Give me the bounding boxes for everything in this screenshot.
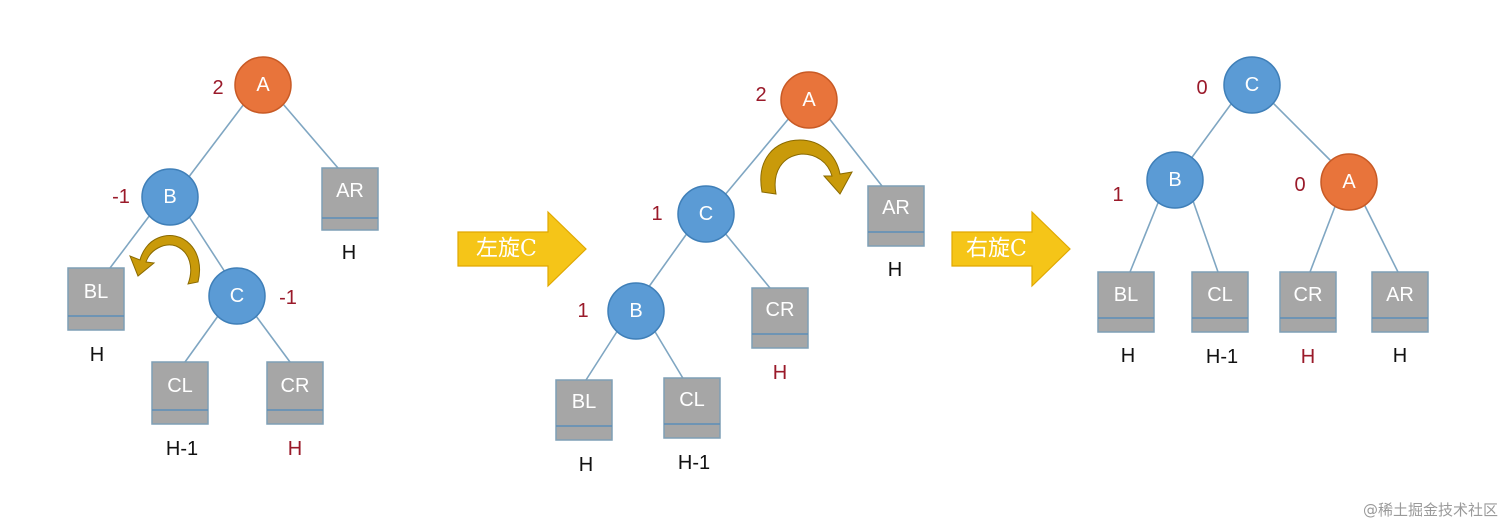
node-b-label: B [629,300,642,322]
edge-b-bl [109,214,151,269]
subtree-bl: BL [555,379,613,441]
panel-1-before-rotation: A 2 B -1 C -1 AR H BL H CL H-1 C [67,56,379,460]
node-b-label: B [1168,169,1181,191]
subtree-ar-label: AR [882,197,910,219]
node-c-label: C [699,203,713,225]
node-a-label: A [802,89,816,111]
node-c-balance-factor: 1 [651,203,662,225]
node-a-balance-factor: 0 [1294,174,1305,196]
node-b [1146,151,1204,209]
edge-c-cr [723,231,771,289]
transition-arrow-left-rotate: 左旋C [457,210,587,288]
subtree-ar: AR [867,185,925,247]
subtree-ar-label: AR [336,180,364,202]
node-b [141,168,199,226]
panel-2-after-left-rotation: A 2 C 1 B 1 AR H CR H BL H CL [555,71,925,476]
node-a-label: A [256,74,270,96]
edge-c-cl [184,315,219,363]
node-a [1320,153,1378,211]
subtree-cr-label: CR [281,375,310,397]
edge-b-bl [1129,197,1161,273]
subtree-bl: BL [1097,271,1155,333]
node-c-balance-factor: -1 [279,287,297,309]
subtree-cl: CL [1191,271,1249,333]
node-b-balance-factor: -1 [112,186,130,208]
subtree-ar-label: AR [1386,284,1414,306]
edge-c-a [1269,99,1335,165]
edge-a-ar [282,103,339,169]
node-a-balance-factor: 2 [212,77,223,99]
edge-c-b [1189,99,1235,161]
transition-label-right-rotate: 右旋C [966,237,1027,262]
node-c [208,267,266,325]
subtree-bl-height: H [1121,345,1135,367]
right-arrow-icon [457,210,587,288]
node-a [780,71,838,129]
subtree-cr-label: CR [766,299,795,321]
edge-a-ar [1363,203,1399,273]
subtree-ar-height: H [342,242,356,264]
node-c-label: C [230,285,244,307]
node-c [677,185,735,243]
edge-b-bl [585,329,619,381]
node-b-balance-factor: 1 [577,300,588,322]
subtree-cl-label: CL [1207,284,1233,306]
edge-c-cr [255,315,291,363]
right-arrow-icon [951,210,1071,288]
edge-b-cl [653,329,685,381]
node-b-label: B [163,186,176,208]
transition-arrow-right-rotate: 右旋C [951,210,1071,288]
subtree-cr-height: H [288,438,302,460]
edge-b-c [187,214,226,273]
edge-a-c [723,116,791,197]
edge-a-cr [1309,203,1337,273]
subtree-cr: CR [751,287,809,349]
subtree-cr-height: H [1301,346,1315,368]
subtree-ar-height: H [888,259,902,281]
transition-label-left-rotate: 左旋C [476,237,537,262]
node-b-balance-factor: 1 [1112,184,1123,206]
edge-a-ar [827,116,883,187]
subtree-cl-height: H-1 [166,438,198,460]
node-a-balance-factor: 2 [755,84,766,106]
panel-3-after-right-rotation: C 0 B 1 A 0 BL H CL H-1 CR H AR [1097,56,1429,368]
subtree-bl-height: H [579,454,593,476]
subtree-cl: CL [151,361,209,425]
subtree-cl-height: H-1 [1206,346,1238,368]
node-c [1223,56,1281,114]
subtree-ar: AR [1371,271,1429,333]
edge-b-cl [1191,197,1219,273]
subtree-cr: CR [266,361,324,425]
subtree-cr-height: H [773,362,787,384]
edge-a-b [187,103,245,179]
subtree-cr: CR [1279,271,1337,333]
node-b [607,282,665,340]
subtree-bl: BL [67,267,125,331]
subtree-cl-label: CL [679,389,705,411]
subtree-bl-label: BL [84,281,108,303]
node-a-label: A [1342,171,1356,193]
node-c-balance-factor: 0 [1196,77,1207,99]
node-c-label: C [1245,74,1259,96]
edge-c-b [647,231,689,289]
subtree-bl-height: H [90,344,104,366]
subtree-cl-label: CL [167,375,193,397]
rotation-curved-arrow-icon [129,235,200,285]
subtree-cr-label: CR [1294,284,1323,306]
subtree-ar: AR [321,167,379,231]
rotation-curved-arrow-icon [760,139,853,195]
subtree-cl: CL [663,377,721,439]
subtree-bl-label: BL [1114,284,1138,306]
subtree-ar-height: H [1393,345,1407,367]
node-a [234,56,292,114]
subtree-bl-label: BL [572,391,596,413]
subtree-cl-height: H-1 [678,452,710,474]
watermark: @稀土掘金技术社区 [1362,501,1498,519]
